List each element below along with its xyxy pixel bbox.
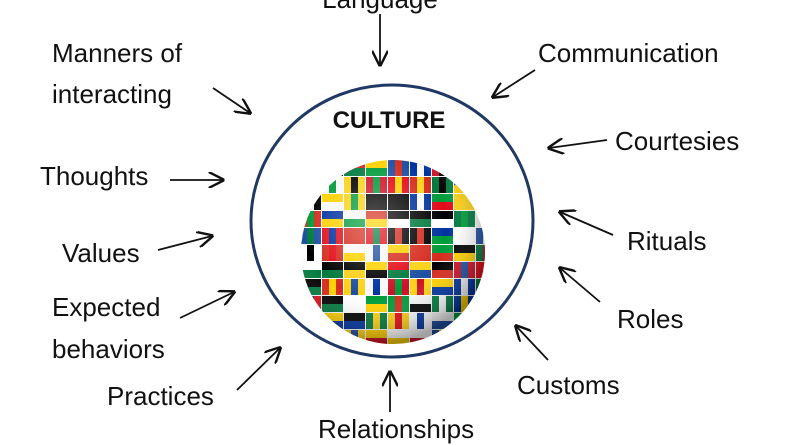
flag-stripe (307, 296, 314, 312)
label-manners-line1: Manners of (52, 38, 183, 68)
globe-shading (301, 160, 485, 344)
arrow-rituals (560, 212, 614, 236)
culture-title: CULTURE (333, 107, 446, 134)
culture-circle (249, 83, 535, 359)
label-relationships: Relationships (318, 414, 474, 444)
label-courtesies: Courtesies (615, 126, 739, 156)
arrow-communication (493, 69, 536, 97)
flag-tile (476, 194, 485, 210)
label-language: Language (322, 0, 438, 14)
flag-stripe (476, 168, 485, 176)
label-manners-line2: interacting (52, 79, 172, 109)
label-rituals: Rituals (627, 226, 706, 256)
flag-stripe (307, 160, 314, 176)
flag-stripe (301, 185, 321, 193)
flag-tile (476, 296, 485, 312)
arrow-practices (236, 348, 280, 391)
arrow-roles (560, 268, 601, 303)
flag-stripe (439, 330, 446, 344)
flag-tile (301, 177, 321, 193)
flag-stripe (307, 313, 314, 329)
arrow-customs (516, 326, 549, 361)
flag-stripe (476, 202, 485, 210)
arrow-expected-behaviors (179, 292, 234, 319)
arrow-manners (212, 87, 250, 113)
label-practices: Practices (107, 381, 214, 411)
label-communication: Communication (538, 38, 719, 68)
label-expected-line2: behaviors (52, 334, 165, 364)
flag-tile (476, 177, 485, 193)
flag-tile (476, 330, 485, 344)
flag-stripe (483, 330, 485, 344)
flag-stripe (483, 279, 485, 295)
flag-tile (322, 160, 343, 176)
flag-stripe (476, 304, 485, 312)
flag-stripe (454, 168, 475, 176)
arrow-courtesies (549, 140, 608, 148)
label-values: Values (62, 238, 140, 268)
label-customs: Customs (517, 370, 620, 400)
label-thoughts: Thoughts (40, 161, 148, 191)
flag-stripe (322, 168, 343, 176)
flag-tile (301, 160, 321, 176)
arrow-values (157, 236, 212, 251)
flag-tile (454, 160, 475, 176)
flag-stripe (483, 177, 485, 193)
flag-stripe (461, 313, 468, 329)
label-roles: Roles (617, 304, 683, 334)
label-expected-line1: Expected (52, 292, 160, 322)
flag-tile (476, 160, 485, 176)
